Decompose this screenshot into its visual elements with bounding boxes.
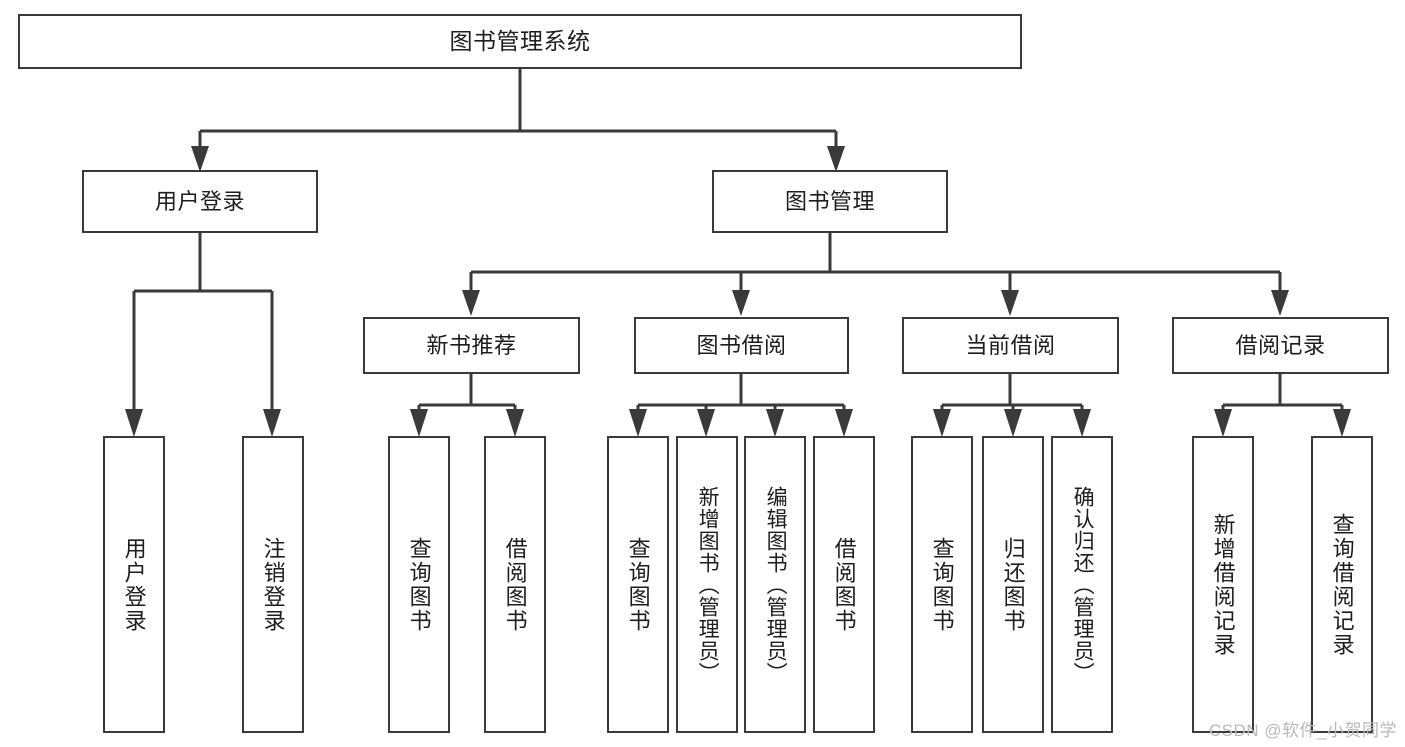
- node-label: 借阅图书: [502, 536, 528, 633]
- node-label: 图书借阅: [696, 332, 787, 358]
- leaf-node[interactable]: 归还图书: [982, 436, 1044, 733]
- node-label: 图书管理系统: [449, 27, 591, 54]
- node-label: 确认归还（管理员）: [1071, 485, 1095, 684]
- leaf-node[interactable]: 确认归还（管理员）: [1051, 436, 1113, 733]
- node-label: 新增借阅记录: [1210, 512, 1236, 657]
- node-borrowing-record[interactable]: 借阅记录: [1172, 317, 1389, 374]
- leaf-node[interactable]: 借阅图书: [813, 436, 875, 733]
- leaf-node[interactable]: 用户登录: [103, 436, 165, 733]
- node-label: 查询图书: [929, 536, 955, 633]
- node-label: 注销登录: [260, 536, 286, 633]
- node-label: 图书管理: [784, 188, 875, 214]
- node-label: 新增图书（管理员）: [696, 485, 720, 684]
- leaf-node[interactable]: 借阅图书: [484, 436, 546, 733]
- leaf-node[interactable]: 查询借阅记录: [1311, 436, 1373, 733]
- leaf-node[interactable]: 查询图书: [607, 436, 669, 733]
- node-label: 借阅图书: [831, 536, 857, 633]
- node-label: 编辑图书（管理员）: [764, 485, 788, 684]
- watermark-text: CSDN @软件_小贺同学: [1208, 721, 1397, 740]
- node-label: 借阅记录: [1235, 332, 1326, 358]
- leaf-node[interactable]: 编辑图书（管理员）: [744, 436, 806, 733]
- node-label: 当前借阅: [965, 332, 1056, 358]
- node-root-book-management-system[interactable]: 图书管理系统: [18, 14, 1022, 69]
- node-current-borrowing[interactable]: 当前借阅: [902, 317, 1119, 374]
- node-book-management[interactable]: 图书管理: [712, 170, 948, 233]
- node-label: 用户登录: [154, 188, 245, 214]
- node-label: 查询图书: [625, 536, 651, 633]
- node-label: 新书推荐: [426, 332, 517, 358]
- leaf-node[interactable]: 查询图书: [911, 436, 973, 733]
- node-user-login[interactable]: 用户登录: [82, 170, 318, 233]
- leaf-node[interactable]: 新增图书（管理员）: [676, 436, 738, 733]
- node-label: 归还图书: [1000, 536, 1026, 633]
- node-label: 用户登录: [121, 536, 147, 633]
- node-label: 查询借阅记录: [1329, 512, 1355, 657]
- leaf-node[interactable]: 查询图书: [388, 436, 450, 733]
- node-label: 查询图书: [406, 536, 432, 633]
- node-book-borrowing[interactable]: 图书借阅: [634, 317, 849, 374]
- leaf-node[interactable]: 注销登录: [242, 436, 304, 733]
- node-new-book-recommendation[interactable]: 新书推荐: [363, 317, 580, 374]
- leaf-node[interactable]: 新增借阅记录: [1192, 436, 1254, 733]
